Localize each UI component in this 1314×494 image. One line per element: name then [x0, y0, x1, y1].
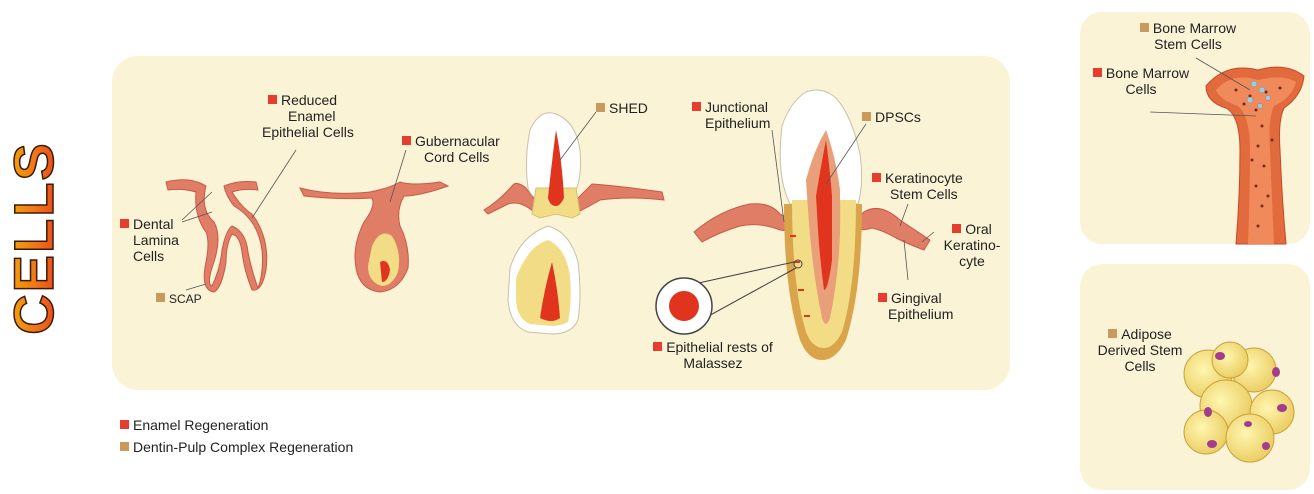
label-oral-keratinocyte: Oral Keratino- cyte [936, 221, 1008, 269]
enamel-marker [402, 136, 411, 145]
label-scap: SCAP [156, 291, 202, 307]
legend: Enamel Regeneration Dentin-Pulp Complex … [120, 414, 353, 458]
adipose-illustration [1184, 342, 1294, 462]
enamel-marker [872, 173, 881, 182]
dentin-marker [120, 442, 129, 451]
enamel-marker [692, 102, 701, 111]
dentin-marker [596, 103, 605, 112]
primary-tooth-illustration [484, 113, 664, 334]
legend-item-dentin: Dentin-Pulp Complex Regeneration [120, 436, 353, 458]
label-bone-marrow-stem: Bone Marrow Stem Cells [1124, 20, 1252, 52]
label-shed: SHED [596, 100, 648, 116]
label-adipose: Adipose Derived Stem Cells [1090, 326, 1190, 374]
label-junctional: Junctional Epithelium [692, 99, 770, 131]
enamel-marker [952, 224, 961, 233]
legend-item-enamel: Enamel Regeneration [120, 414, 353, 436]
enamel-marker [653, 342, 662, 351]
enamel-marker [878, 293, 887, 302]
label-bone-marrow-cells: Bone Marrow Cells [1086, 65, 1196, 97]
label-dental-lamina: Dental Lamina Cells [120, 216, 179, 264]
dental-lamina-illustration [166, 180, 267, 292]
label-reduced-enamel: Reduced Enamel Epithelial Cells [268, 92, 354, 140]
label-gingival: Gingival Epithelium [878, 290, 953, 322]
enamel-marker [268, 95, 277, 104]
enamel-marker [120, 219, 129, 228]
dentin-marker [862, 112, 871, 121]
enamel-marker [1093, 68, 1102, 77]
label-dpscs: DPSCs [862, 109, 921, 125]
label-malassez: Epithelial rests of Malassez [640, 339, 786, 371]
dentin-marker [156, 293, 165, 302]
dentin-marker [1140, 23, 1149, 32]
dentin-marker [1108, 329, 1117, 338]
enamel-marker [120, 420, 129, 429]
label-gubernacular: Gubernacular Cord Cells [402, 133, 500, 165]
label-keratinocyte-stem: Keratinocyte Stem Cells [872, 170, 963, 202]
gubernacular-illustration [300, 182, 448, 292]
